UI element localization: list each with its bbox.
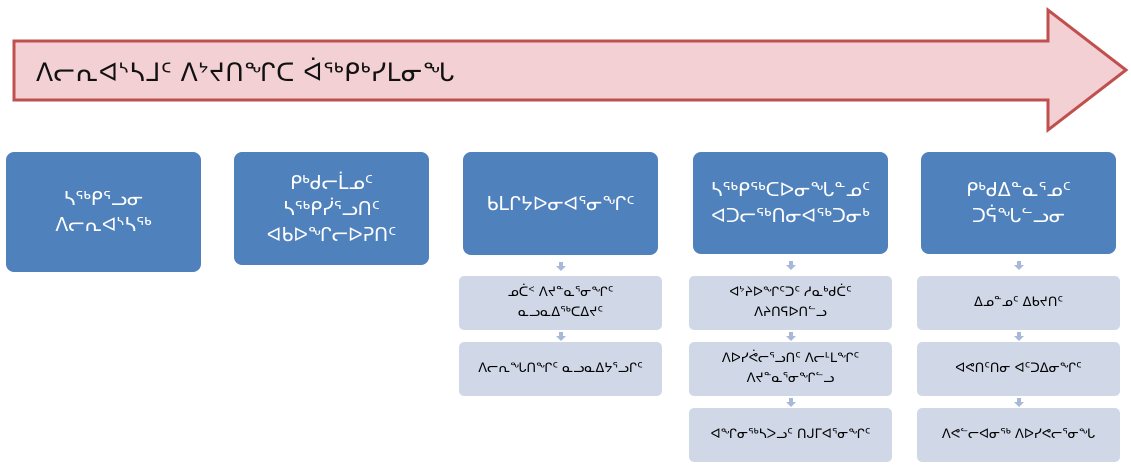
- timeline-arrow: [12, 6, 1129, 134]
- step-box-line: ᓇᓗᓇᐃᖅᑕᐃᔪᑦ: [517, 305, 603, 320]
- step-box-line: ᐃᓄᓐᓄᑦ ᐃᑲᔪᑎᑦ: [974, 295, 1063, 310]
- connector-arrow-icon: [555, 261, 566, 271]
- step-box-line: ᐱᔨᑎᕋᐅᑎᓪᓗ: [754, 305, 827, 320]
- column-header-line: ᑲᒪᒋᔭᐅᓂᐊᕐᓂᖏᑦ: [486, 192, 635, 215]
- column-header-line: ᐊᑲᐅᖏᓕᐅᕈᑎᑦ: [266, 223, 397, 246]
- step-box: ᐊᖏᓂᖅᓴᐳᓗᑦ ᑎᒍᒥᐊᕐᓂᖏᑦ: [689, 408, 892, 462]
- column-header-line: ᑭᒃᑯᐃᓐᓇᕐᓄᑦ: [966, 179, 1071, 201]
- step-box: ᓄᑖᑉ ᐱᔪᓐᓇᕐᓂᖏᑦ ᓇᓗᓇᐃᖅᑕᐃᔪᑦ: [459, 276, 662, 330]
- step-box-line: ᐱᐅᓯᕚᓕᕐᓗᑎᑦ ᐱᓕᒻᒪᖏᑦ: [721, 351, 860, 366]
- step-box: ᐱᕙᓪᓕᐊᓂᖅ ᐱᐅᓯᕙᓕᕐᓂᖓ: [917, 408, 1120, 462]
- column-header-line: ᐱᓕᕆᐊᔅᓴᖅ: [55, 214, 152, 236]
- column-header-line: ᓴᖅᑭᓰᕐᓗᑎᑦ: [283, 197, 380, 220]
- column-header-5: ᑭᒃᑯᐃᓐᓇᕐᓄᑦ ᑐᕌᖓᓪᓗᓂ: [921, 152, 1116, 254]
- arrow-title: ᐱᓕᕆᐊᔅᓴᒧᑦ ᐱᔾᔪᑎᖏᑕ ᐋᖅᑭᒃᓯᒪᓂᖓ: [36, 58, 455, 87]
- step-box: ᐃᓄᓐᓄᑦ ᐃᑲᔪᑎᑦ: [917, 276, 1120, 330]
- step-box-line: ᓄᑖᑉ ᐱᔪᓐᓇᕐᓂᖏᑦ: [507, 285, 614, 300]
- step-box: ᐊᕙᑎᑦᑎᓂ ᐊᑦᑐᐃᓂᖏᑦ: [917, 342, 1120, 396]
- column-header-line: ᐊᑐᓕᖅᑎᓂᐊᖅᑐᓂᒃ: [711, 205, 870, 227]
- column-header-line: ᑐᕌᖓᓪᓗᓂ: [971, 205, 1065, 227]
- step-box-line: ᐊᕙᑎᑦᑎᓂ ᐊᑦᑐᐃᓂᖏᑦ: [955, 361, 1082, 376]
- column-header-3: ᑲᒪᒋᔭᐅᓂᐊᕐᓂᖏᑦ: [463, 152, 658, 255]
- connector-arrow-icon: [785, 261, 796, 270]
- column-header-line: ᓴᖅᑭᕐᓗᓂ: [63, 188, 144, 210]
- step-box-line: ᐊᖏᓂᖅᓴᐳᓗᑦ ᑎᒍᒥᐊᕐᓂᖏᑦ: [710, 427, 871, 442]
- connector-arrow-icon: [1013, 261, 1024, 270]
- step-box-line: ᐊᔾᔨᐅᖏᑦᑐᑦ ᓱᓇᒃᑯᑖᑦ: [729, 285, 852, 300]
- column-header-line: ᑭᒃᑯᓕᒫᓄᑦ: [290, 171, 373, 194]
- step-box-line: ᐱᕙᓪᓕᐊᓂᖅ ᐱᐅᓯᕙᓕᕐᓂᖓ: [941, 427, 1096, 442]
- column-header-line: ᓴᖅᑭᖅᑕᐅᓂᖓᓐᓄᑦ: [710, 179, 871, 201]
- connector-arrow-icon: [785, 332, 796, 341]
- connector-arrow-icon: [555, 332, 566, 341]
- connector-arrow-icon: [785, 398, 796, 407]
- column-header-1: ᓴᖅᑭᕐᓗᓂ ᐱᓕᕆᐊᔅᓴᖅ: [6, 152, 201, 272]
- connector-arrow-icon: [1013, 332, 1024, 341]
- column-header-4: ᓴᖅᑭᖅᑕᐅᓂᖓᓐᓄᑦ ᐊᑐᓕᖅᑎᓂᐊᖅᑐᓂᒃ: [693, 152, 888, 254]
- connector-arrow-icon: [1013, 398, 1024, 407]
- step-box: ᐊᔾᔨᐅᖏᑦᑐᑦ ᓱᓇᒃᑯᑖᑦ ᐱᔨᑎᕋᐅᑎᓪᓗ: [689, 276, 892, 330]
- step-box: ᐱᐅᓯᕚᓕᕐᓗᑎᑦ ᐱᓕᒻᒪᖏᑦ ᐱᔪᓐᓇᕐᓂᖏᓪᓗ: [689, 342, 892, 396]
- step-box-line: ᐱᓕᕆᖓᑎᖏᑦ ᓇᓗᓇᐃᔭᕐᓗᒋᑦ: [478, 361, 643, 376]
- column-header-2: ᑭᒃᑯᓕᒫᓄᑦ ᓴᖅᑭᓰᕐᓗᑎᑦ ᐊᑲᐅᖏᓕᐅᕈᑎᑦ: [234, 152, 429, 265]
- step-box: ᐱᓕᕆᖓᑎᖏᑦ ᓇᓗᓇᐃᔭᕐᓗᒋᑦ: [459, 342, 662, 396]
- step-box-line: ᐱᔪᓐᓇᕐᓂᖏᓪᓗ: [746, 371, 835, 386]
